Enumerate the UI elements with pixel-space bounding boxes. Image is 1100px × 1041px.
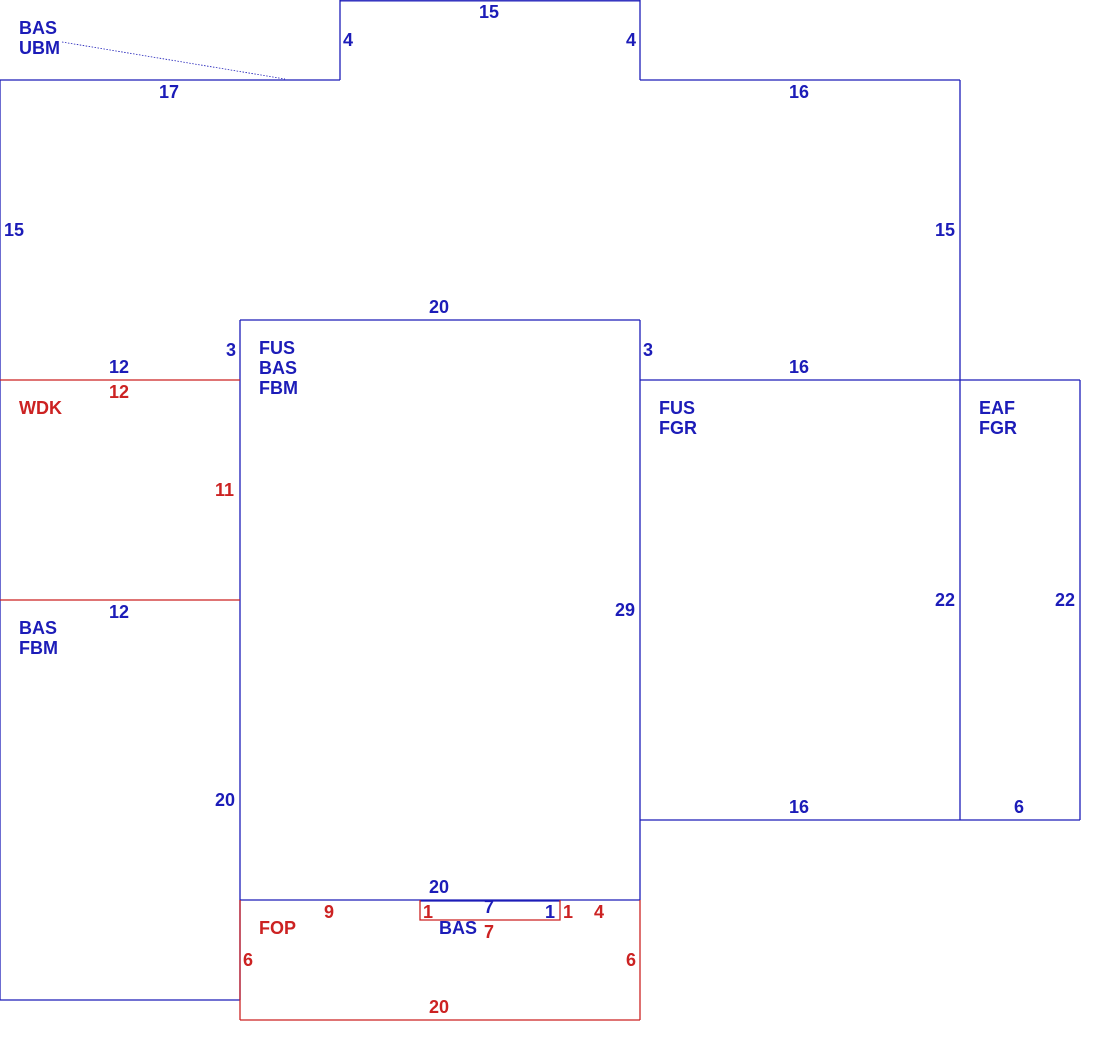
dim-label: 16 [789, 797, 809, 817]
area-code-garage: FUS FGR [659, 398, 700, 438]
notch-outline [419, 900, 561, 921]
dim-label: 6 [1014, 797, 1024, 817]
dim-label: 16 [789, 82, 809, 102]
red-outline [0, 379, 641, 1021]
area-code-top-left: BAS UBM [19, 18, 62, 58]
area-code-center: FUS BAS FBM [259, 338, 302, 398]
blue-dimension-labels: 15 4 4 17 16 15 15 20 3 3 12 16 12 29 22… [4, 2, 1075, 922]
dim-label: 7 [484, 922, 494, 942]
area-code-wdk: WDK [19, 398, 62, 418]
dim-label: 12 [109, 357, 129, 377]
leader-line [61, 41, 286, 80]
red-dimension-labels: 12 11 9 1 1 4 7 6 6 20 [109, 382, 636, 1017]
dim-label: 6 [243, 950, 253, 970]
area-code-addition: EAF FGR [979, 398, 1020, 438]
dim-label: 20 [429, 997, 449, 1017]
dim-label: 3 [226, 340, 236, 360]
dim-label: 1 [423, 902, 433, 922]
dim-label: 15 [479, 2, 499, 22]
area-code-labels: BAS UBM FUS BAS FBM BAS FBM FUS FGR EAF … [19, 18, 1020, 938]
dim-label: 4 [626, 30, 636, 50]
dim-label: 1 [545, 902, 555, 922]
area-code-notch: BAS [439, 918, 477, 938]
dim-label: 29 [615, 600, 635, 620]
dim-label: 4 [594, 902, 604, 922]
dim-label: 6 [626, 950, 636, 970]
dim-label: 22 [935, 590, 955, 610]
dim-label: 22 [1055, 590, 1075, 610]
dim-label: 15 [4, 220, 24, 240]
dim-label: 12 [109, 602, 129, 622]
dim-label: 20 [429, 297, 449, 317]
dim-label: 1 [563, 902, 573, 922]
blue-outline [0, 0, 1081, 1001]
dim-label: 20 [215, 790, 235, 810]
dim-label: 17 [159, 82, 179, 102]
dim-label: 7 [484, 897, 494, 917]
dim-label: 4 [343, 30, 353, 50]
dim-label: 16 [789, 357, 809, 377]
dim-label: 3 [643, 340, 653, 360]
dim-label: 15 [935, 220, 955, 240]
dim-label: 9 [324, 902, 334, 922]
dim-label: 11 [215, 480, 234, 500]
area-code-labels-red: WDK FOP [19, 398, 296, 938]
dim-label: 20 [429, 877, 449, 897]
area-code-lower-left: BAS FBM [19, 618, 62, 658]
area-code-fop: FOP [259, 918, 296, 938]
dim-label: 12 [109, 382, 129, 402]
